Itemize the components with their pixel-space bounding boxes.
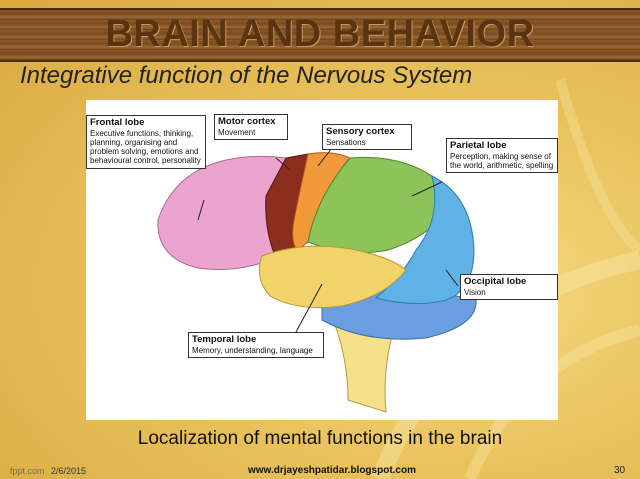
brain-figure: Frontal lobe Executive functions, thinki… [86, 100, 558, 420]
footer-url[interactable]: www.drjayeshpatidar.blogspot.com [248, 465, 416, 476]
sensory-cortex-label: Sensory cortex Sensations [322, 124, 412, 150]
fppt-logo: fppt.com [10, 466, 45, 476]
footer-left: fppt.com 2/6/2015 [10, 466, 86, 476]
motor-cortex-label: Motor cortex Movement [214, 114, 288, 140]
page-number: 30 [614, 465, 625, 476]
frontal-lobe-label: Frontal lobe Executive functions, thinki… [86, 115, 206, 169]
footer-date: 2/6/2015 [51, 466, 86, 476]
slide-subtitle: Integrative function of the Nervous Syst… [20, 62, 472, 90]
slide-title: BRAIN AND BEHAVIOR [0, 13, 640, 56]
temporal-lobe-label: Temporal lobe Memory, understanding, lan… [188, 332, 324, 358]
parietal-lobe-label: Parietal lobe Perception, making sense o… [446, 138, 558, 173]
figure-caption: Localization of mental functions in the … [0, 428, 640, 450]
occipital-lobe-label: Occipital lobe Vision [460, 274, 558, 300]
